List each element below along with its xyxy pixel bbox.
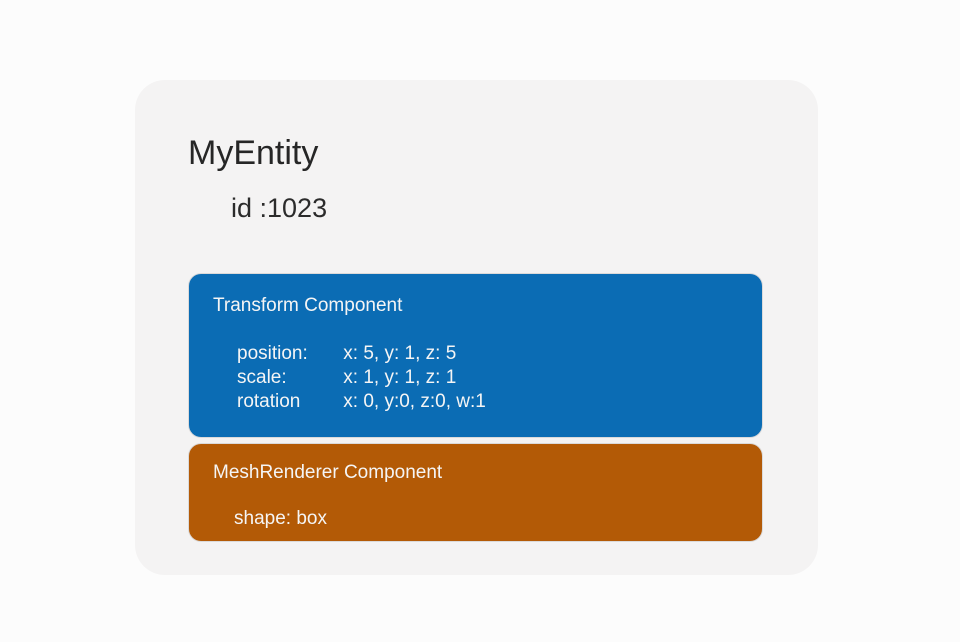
transform-component-box: Transform Component position: x: 5, y: 1…: [189, 274, 762, 437]
meshrenderer-component-box: MeshRenderer Component shape: box: [189, 444, 762, 541]
property-value: x: 1, y: 1, z: 1: [343, 367, 457, 388]
property-row-scale: scale: x: 1, y: 1, z: 1: [237, 366, 486, 390]
property-label: rotation: [237, 391, 301, 412]
entity-id: id :1023: [231, 193, 328, 223]
property-label: position:: [237, 343, 308, 364]
property-value: x: 0, y:0, z:0, w:1: [343, 391, 486, 412]
property-label: scale:: [237, 367, 287, 388]
property-value: x: 5, y: 1, z: 5: [343, 343, 457, 364]
transform-component-title: Transform Component: [213, 295, 403, 316]
property-row-position: position: x: 5, y: 1, z: 5: [237, 342, 486, 366]
property-row-shape: shape: box: [234, 508, 327, 529]
transform-properties: position: x: 5, y: 1, z: 5 scale: x: 1, …: [237, 342, 486, 414]
entity-name: MyEntity: [188, 134, 319, 172]
meshrenderer-component-title: MeshRenderer Component: [213, 462, 443, 483]
property-row-rotation: rotation x: 0, y:0, z:0, w:1: [237, 390, 486, 414]
entity-card: MyEntity id :1023 Transform Component po…: [135, 80, 818, 575]
